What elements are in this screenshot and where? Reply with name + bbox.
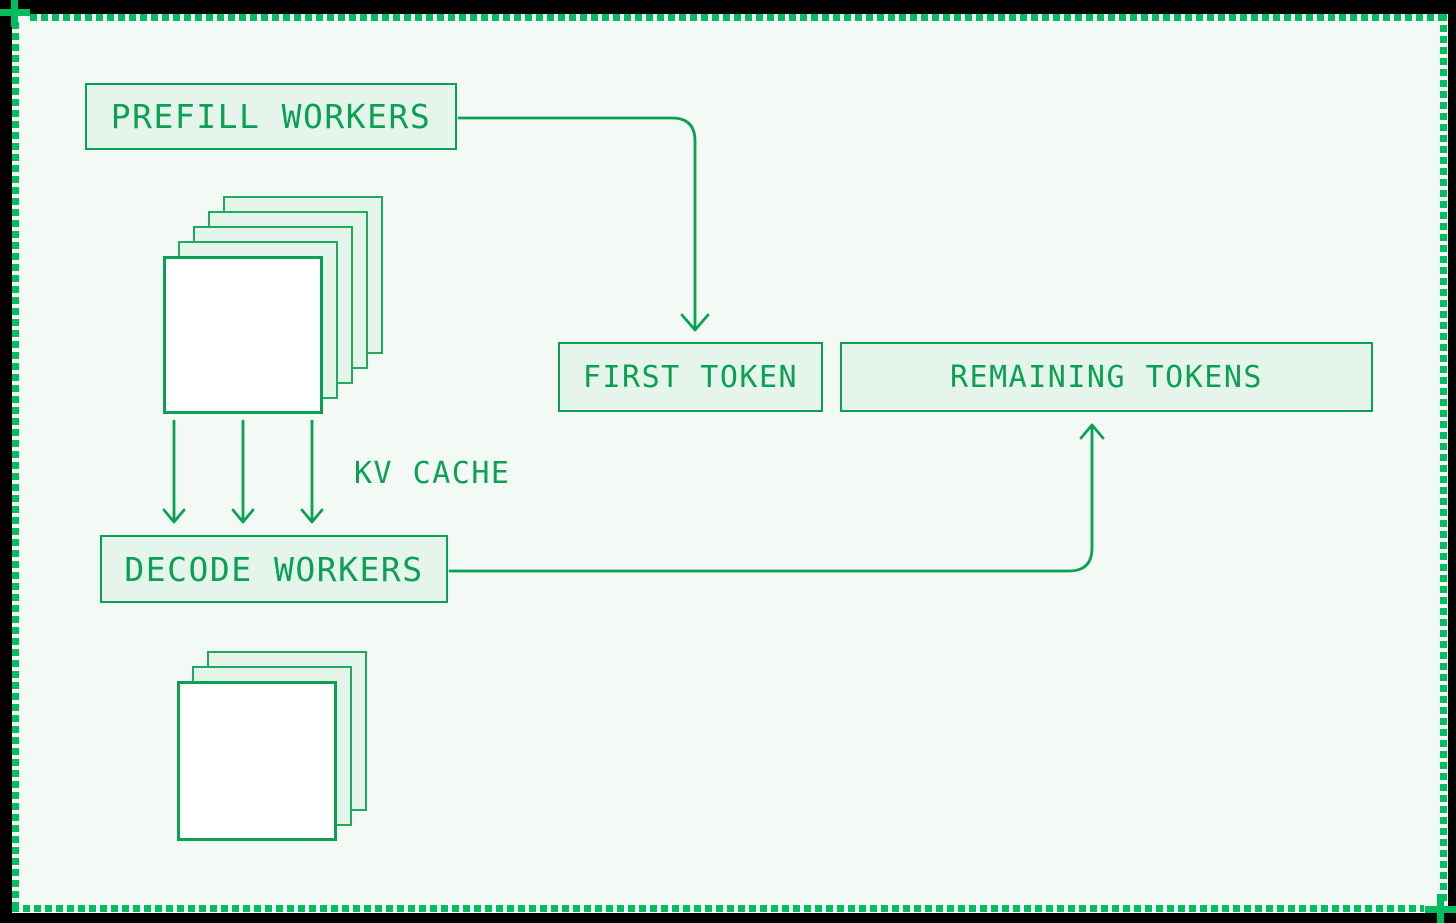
prefill-workers-node: PREFILL WORKERS: [85, 83, 457, 150]
frame-dash-bottom: [12, 905, 1424, 912]
worker-card: [163, 256, 323, 414]
worker-card: [177, 681, 337, 841]
crop-cross-top-left-icon: [11, 0, 18, 27]
remaining-tokens-node: REMAINING TOKENS: [840, 342, 1373, 412]
crop-cross-bottom-right-icon: [1437, 894, 1444, 923]
frame-dash-left: [12, 22, 19, 905]
frame-dash-right: [1440, 14, 1447, 904]
frame-dash-top: [30, 14, 1447, 21]
decode-worker-stack: [177, 651, 367, 841]
decode-workers-node: DECODE WORKERS: [100, 535, 448, 603]
first-token-node: FIRST TOKEN: [558, 342, 823, 412]
kv-cache-label: KV CACHE: [354, 456, 511, 491]
prefill-worker-stack: [163, 196, 383, 414]
